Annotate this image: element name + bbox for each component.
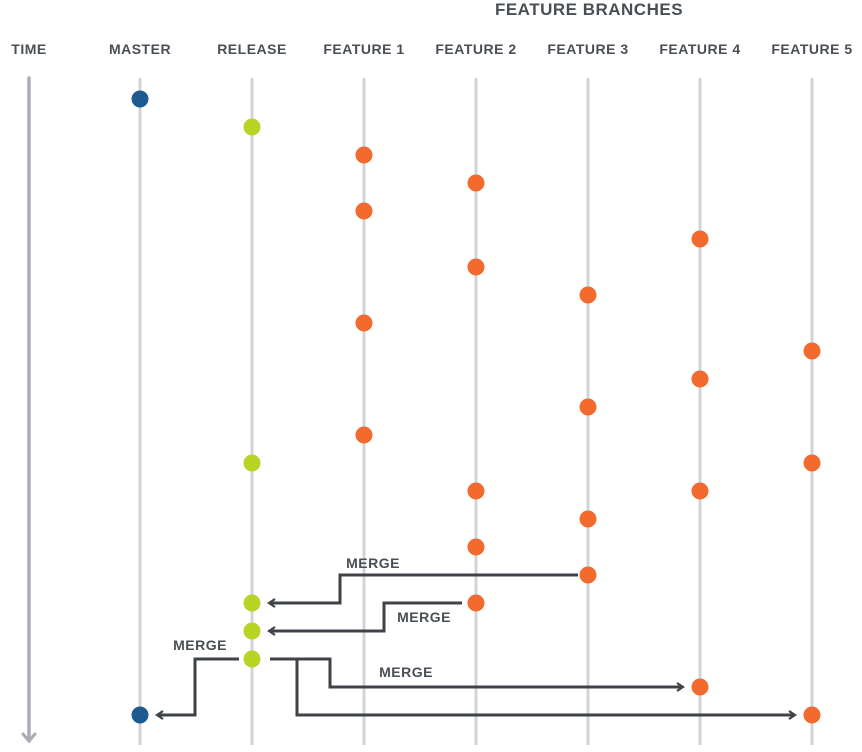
commit-f1-4 bbox=[355, 202, 373, 220]
commit-f2-14 bbox=[467, 482, 485, 500]
column-header-f4: FEATURE 4 bbox=[659, 41, 740, 57]
diagram-title: FEATURE BRANCHES bbox=[495, 0, 683, 19]
merge-arrow-1 bbox=[267, 573, 578, 608]
commit-f1-8 bbox=[355, 314, 373, 332]
commit-f3-15 bbox=[579, 510, 597, 528]
merge-arrow-4 bbox=[270, 657, 685, 692]
merge-label-4: MERGE bbox=[379, 664, 433, 680]
merge-label-2: MERGE bbox=[397, 609, 451, 625]
commit-master-0 bbox=[131, 90, 149, 108]
column-header-f2: FEATURE 2 bbox=[435, 41, 516, 57]
column-header-f5: FEATURE 5 bbox=[771, 41, 852, 57]
commit-f5-9 bbox=[803, 342, 821, 360]
commit-release-13 bbox=[243, 454, 261, 472]
commit-f3-7 bbox=[579, 286, 597, 304]
commit-f2-6 bbox=[467, 258, 485, 276]
commit-release-1 bbox=[243, 118, 261, 136]
time-axis bbox=[21, 76, 37, 743]
commit-f2-18 bbox=[467, 594, 485, 612]
commit-f5-22 bbox=[803, 706, 821, 724]
commit-f4-5 bbox=[691, 230, 709, 248]
commit-f1-2 bbox=[355, 146, 373, 164]
commit-f2-16 bbox=[467, 538, 485, 556]
merge-arrow-3 bbox=[155, 657, 239, 720]
commit-release-19 bbox=[243, 622, 261, 640]
column-header-time: TIME bbox=[11, 41, 46, 57]
column-header-f1: FEATURE 1 bbox=[323, 41, 404, 57]
merge-label-1: MERGE bbox=[346, 555, 400, 571]
commit-f4-10 bbox=[691, 370, 709, 388]
commit-f3-11 bbox=[579, 398, 597, 416]
merge-arrow-5 bbox=[295, 659, 797, 720]
column-header-f3: FEATURE 3 bbox=[547, 41, 628, 57]
merge-lines bbox=[155, 573, 797, 720]
merge-label-3: MERGE bbox=[173, 637, 227, 653]
commit-f4-21 bbox=[691, 678, 709, 696]
commits bbox=[131, 90, 821, 724]
merge-arrow-2 bbox=[267, 601, 462, 636]
merge-labels: MERGE MERGE MERGE MERGE bbox=[173, 555, 451, 680]
commit-release-20 bbox=[243, 650, 261, 668]
commit-master-22 bbox=[131, 706, 149, 724]
column-headers: TIME MASTER RELEASE FEATURE 1 FEATURE 2 FEATU… bbox=[11, 41, 852, 57]
commit-release-18 bbox=[243, 594, 261, 612]
commit-f5-13 bbox=[803, 454, 821, 472]
column-header-master: MASTER bbox=[109, 41, 171, 57]
commit-f1-12 bbox=[355, 426, 373, 444]
time-axis-arrowhead bbox=[21, 732, 37, 743]
commit-f3-17 bbox=[579, 566, 597, 584]
commit-f4-14 bbox=[691, 482, 709, 500]
commit-f2-3 bbox=[467, 174, 485, 192]
column-header-release: RELEASE bbox=[217, 41, 287, 57]
